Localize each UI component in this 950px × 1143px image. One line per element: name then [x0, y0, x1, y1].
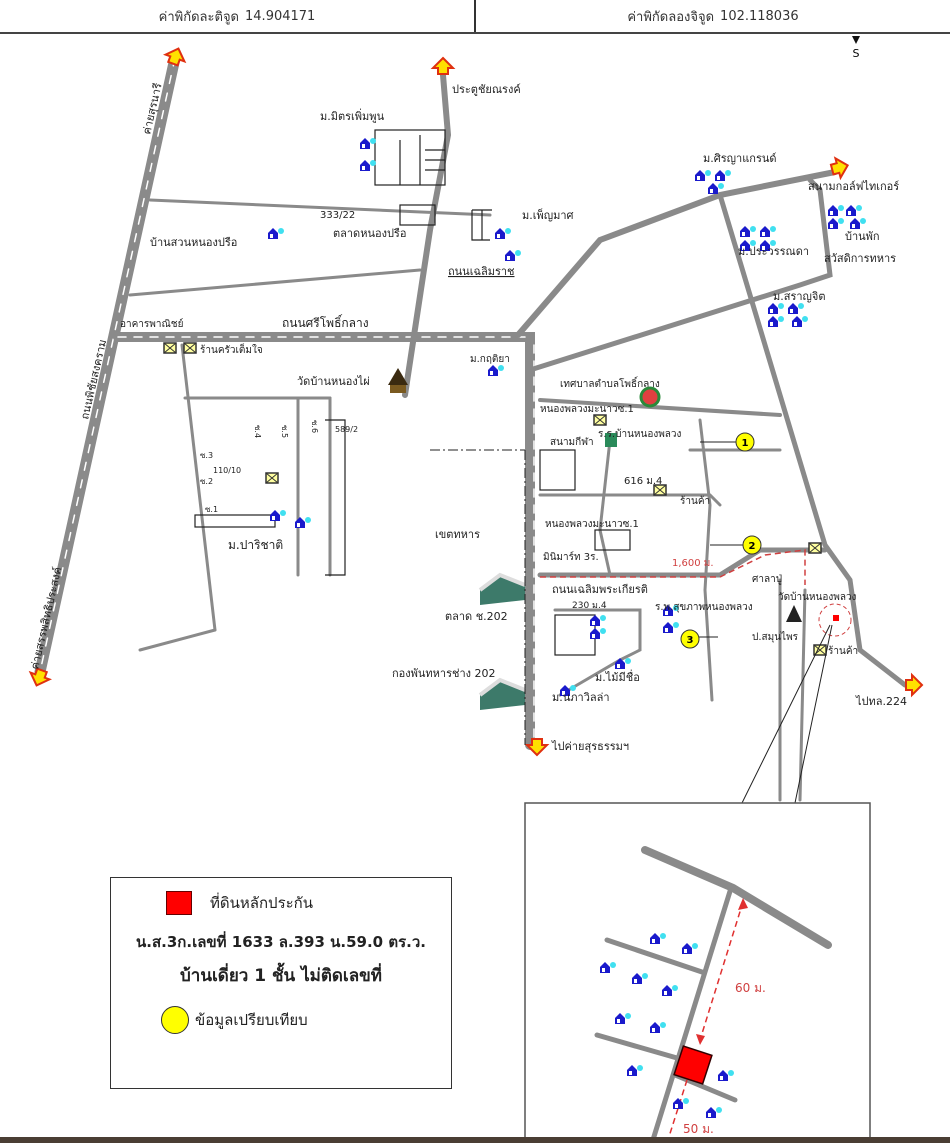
- label-parichat: ม.ปาริชาติ: [228, 538, 283, 552]
- label-wat-nong-phluang: วัดบ้านหนองพลวง: [778, 591, 857, 603]
- map-legend: ที่ดินหลักประกัน น.ส.3ก.เลขที่ 1633 ล.39…: [110, 877, 452, 1089]
- temple-icon: [388, 368, 408, 393]
- comparison-swatch: [161, 1006, 189, 1034]
- military-boundary: [430, 449, 526, 745]
- inset-map: 60 ม. 50 ม.: [524, 802, 871, 1143]
- label-golf-tiger: สนามกอล์ฟไทเกอร์: [808, 180, 899, 193]
- label-sawatdikan: สวัสดิการทหาร: [824, 252, 896, 265]
- north-arrow: S: [852, 36, 860, 60]
- svg-text:2: 2: [749, 541, 756, 552]
- legend-house: บ้านเดี่ยว 1 ชั้น ไม่ติดเลขที่: [119, 962, 443, 989]
- label-napawilla: ม.นภาวิลล่า: [552, 691, 610, 704]
- label-distance-1600: 1,600 ม.: [672, 558, 714, 569]
- label-soi-1: ซ.1: [205, 505, 218, 514]
- label-sanam-kila: สนามกีฬา: [550, 436, 594, 448]
- direction-arrow-east: [905, 674, 923, 696]
- label-talat-202: ตลาด ช.202: [445, 610, 508, 623]
- label-soi-2: ซ.2: [200, 477, 213, 486]
- inset-distance-60: 60 ม.: [735, 981, 766, 995]
- collateral-label: ที่ดินหลักประกัน: [210, 894, 314, 912]
- road-label-to-suratham: ไปค่ายสุรธรรมฯ: [551, 740, 629, 753]
- collateral-marker: [833, 615, 839, 621]
- label-110-10: 110/10: [213, 466, 241, 475]
- label-230: 230 ม.4: [572, 601, 607, 611]
- direction-arrow-ne: [828, 154, 852, 181]
- label-616: 616 ม.4: [624, 476, 662, 487]
- inset-distance-50: 50 ม.: [683, 1122, 714, 1136]
- inset-collateral-marker: [673, 1045, 713, 1085]
- latitude-cell: ค่าพิกัดละติจูด 14.904171: [0, 0, 476, 32]
- label-kritiya: ม.กฤติยา: [470, 354, 510, 365]
- svg-text:1: 1: [742, 438, 749, 449]
- label-hospital: ร.พ.สุขภาพหนองพลวง: [655, 602, 753, 613]
- label-shop: ร้านค้า: [680, 495, 710, 507]
- label-phen-mat: ม.เพ็ญมาศ: [522, 208, 574, 222]
- collateral-swatch: [166, 891, 192, 915]
- comparable-marker-3: 3: [680, 629, 718, 649]
- comparison-label: ข้อมูลเปรียบเทียบ: [195, 1011, 308, 1029]
- label-sala: ศาลาปู่: [752, 574, 782, 585]
- collateral-location-circle: [818, 603, 852, 637]
- label-khet-thahan: เขตทหาร: [435, 528, 480, 541]
- label-school: ร.ร.บ้านหนองพลวง: [598, 428, 682, 440]
- latitude-label: ค่าพิกัดละติจูด: [158, 9, 240, 25]
- longitude-cell: ค่าพิกัดลองจิจูด 102.118036: [476, 0, 950, 32]
- label-soi-4: ซ.4: [253, 425, 262, 438]
- label-333-22: 333/22: [320, 210, 355, 221]
- label-wat-ban-nong-phai: วัดบ้านหนองไผ่: [297, 375, 370, 388]
- road-label-prachai: ประตูชัยณรงค์: [452, 83, 521, 96]
- deed-text: น.ส.3ก.เลขที่ 1633 ล.393 น.59.0 ตร.ว.: [136, 933, 426, 951]
- warehouse-icon: [478, 572, 526, 710]
- longitude-value: 102.118036: [720, 8, 799, 24]
- label-thesaban: เทศบาลตำบลโพธิ์กลาง: [560, 376, 660, 390]
- label-ran-khrua: ร้านครัวเต็มใจ: [200, 342, 263, 356]
- label-soi-5: ซ.5: [280, 425, 289, 438]
- label-589-2: 589/2: [335, 425, 358, 434]
- legend-comparison: ข้อมูลเปรียบเทียบ: [161, 1006, 308, 1034]
- legend-collateral: ที่ดินหลักประกัน: [166, 891, 313, 915]
- svg-text:3: 3: [687, 635, 694, 646]
- house-text: บ้านเดี่ยว 1 ชั้น ไม่ติดเลขที่: [180, 966, 382, 986]
- road-label-chaloem-phrakiat: ถนนเฉลิมพระเกียรติ: [552, 583, 648, 596]
- temple-icon-2: [786, 605, 802, 622]
- label-ban-phak: บ้านพัก: [845, 230, 880, 243]
- direction-arrow-north-1: [162, 44, 189, 69]
- roads: [34, 52, 908, 802]
- label-mit-phoem-phun: ม.มิตรเพิ่มพูน: [320, 108, 385, 123]
- longitude-label: ค่าพิกัดลองจิจูด: [627, 9, 715, 25]
- comparable-marker-2: 2: [710, 535, 762, 555]
- road-label-to-224: ไปทล.224: [855, 695, 907, 708]
- label-prawan-da: ม.ประวรรณดา: [738, 245, 809, 258]
- label-nong-phluang-road: หนองพลวงมะนาวซ.1: [540, 404, 634, 415]
- label-shop-2: ร้านค้า: [828, 645, 858, 657]
- coordinates-header: ค่าพิกัดละติจูด 14.904171 ค่าพิกัดลองจิจ…: [0, 0, 950, 34]
- school-icon: [605, 433, 617, 447]
- label-talat-nong-prue: ตลาดหนองปรือ: [333, 227, 406, 240]
- label-soi-3: ซ.3: [200, 451, 213, 460]
- label-akhan-phanit: อาคารพาณิชย์: [120, 318, 183, 330]
- building-blocks: [194, 129, 631, 656]
- comparable-marker-1: 1: [700, 432, 755, 452]
- label-maisue: ม.ไม้มีชื่อ: [595, 669, 640, 684]
- label-manao: หนองพลวงมะนาวซ.1: [545, 519, 639, 530]
- svg-text:S: S: [853, 47, 860, 60]
- road-label-chaloem-rat: ถนนเฉลิมราช: [448, 265, 515, 278]
- direction-arrow-north-2: [432, 57, 454, 75]
- latitude-value: 14.904171: [245, 8, 316, 24]
- inset-leader-lines: [741, 624, 833, 804]
- label-soi-6: ซ.6: [310, 420, 319, 433]
- bottom-border: [0, 1137, 950, 1143]
- label-ban-suan-nong-prue: บ้านสวนหนองปรือ: [150, 236, 237, 249]
- label-samunphrai: ป.สมุนไพร: [752, 631, 799, 643]
- road-label-si-pho-klang: ถนนศรีโพธิ์กลาง: [282, 314, 369, 330]
- label-saranchit: ม.สราญจิต: [773, 290, 826, 303]
- legend-deed: น.ส.3ก.เลขที่ 1633 ล.393 น.59.0 ตร.ว.: [119, 930, 443, 954]
- label-minimart: มินิมาร์ท 3ร.: [543, 551, 599, 563]
- municipality-icon: [639, 386, 661, 408]
- label-siriya-grand: ม.ศิรญาแกรนด์: [703, 152, 777, 165]
- label-battalion-202: กองพันทหารช่าง 202: [392, 667, 496, 680]
- distance-line: [540, 549, 806, 585]
